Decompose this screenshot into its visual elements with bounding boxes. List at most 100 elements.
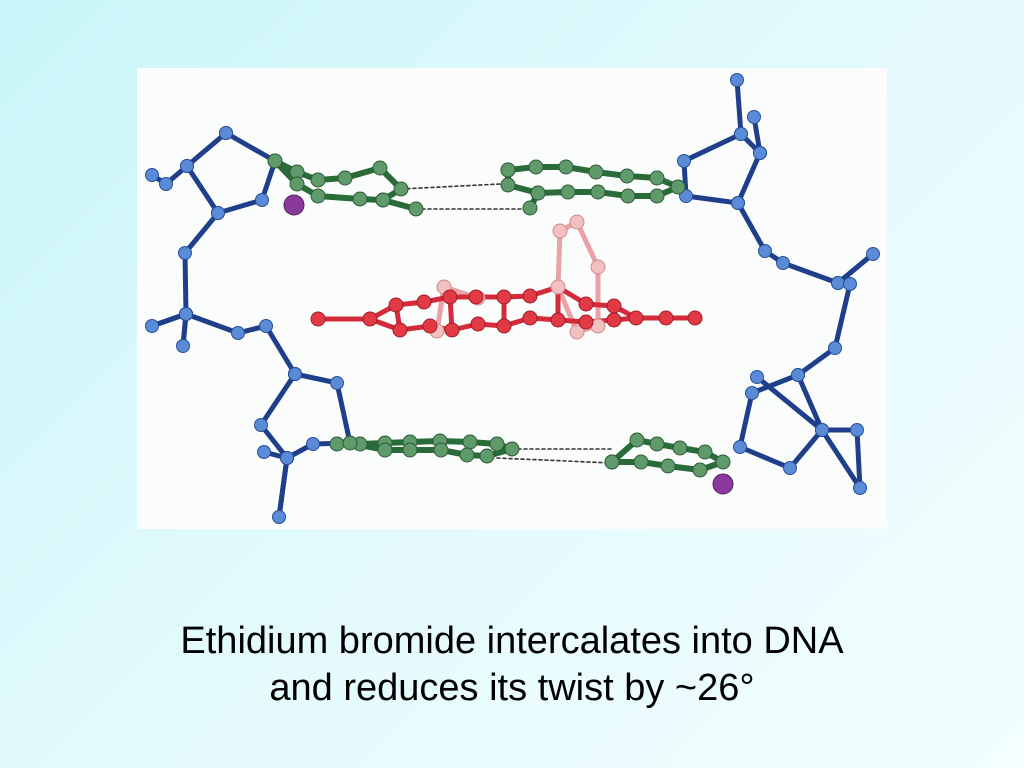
backbone-bond (735, 200, 768, 254)
backbone-atom (831, 276, 845, 290)
slide-caption: Ethidium bromide intercalates into DNA a… (62, 618, 962, 712)
base-atom (560, 184, 576, 200)
backbone-atom (731, 196, 745, 210)
base-atom (588, 164, 604, 180)
backbone-atom (677, 154, 691, 168)
ethidium-ring-atom (468, 289, 484, 305)
backbone-bond (754, 374, 825, 433)
base-atom (672, 440, 688, 456)
backbone-bond (258, 371, 298, 428)
caption-line-2: and reduces its twist by ~26° (269, 667, 755, 709)
backbone-bond (780, 260, 841, 286)
ethidium-ring-atom (392, 322, 408, 338)
ethidium-ring-atom (628, 310, 644, 326)
hydrogen-bond (400, 183, 501, 190)
backbone-bond (182, 210, 221, 256)
backbone-atom (176, 339, 190, 353)
backbone-bond (223, 130, 278, 164)
base-atom (310, 188, 326, 204)
caption-line-1: Ethidium bromide intercalates into DNA (180, 620, 844, 662)
backbone-atom (145, 168, 159, 182)
ethidium-side-atom (569, 324, 585, 340)
base-atom (692, 462, 708, 478)
backbone-bond (832, 281, 853, 351)
backbone-atom (753, 146, 767, 160)
ethidium-ring-atom (388, 297, 404, 313)
ethidium-ring-atom (442, 289, 458, 305)
base-atom (479, 448, 495, 464)
base-atom (530, 185, 546, 201)
ethidium-ring-atom (578, 314, 594, 330)
backbone-atom (145, 319, 159, 333)
base-atom (649, 436, 665, 452)
backbone-atom (745, 386, 759, 400)
base-atom (267, 153, 283, 169)
backbone-atom (330, 376, 344, 390)
base-atom (489, 436, 505, 452)
backbone-atom (791, 368, 805, 382)
base-atom (633, 454, 649, 470)
base-atom (342, 435, 358, 451)
backbone-atom (733, 440, 747, 454)
backbone-atom (178, 246, 192, 260)
backbone-bond (681, 131, 744, 164)
base-atom (528, 159, 544, 175)
backbone-atom (219, 126, 233, 140)
backbone-atom (257, 445, 271, 459)
ethidium-ring-atom (496, 318, 512, 334)
backbone-atom (747, 110, 761, 124)
backbone-bond (819, 427, 863, 491)
backbone-atom (255, 193, 269, 207)
base-atom (629, 432, 645, 448)
backbone-atom (306, 437, 320, 451)
base-atom (620, 188, 636, 204)
backbone-bond (795, 372, 825, 433)
backbone-atom (179, 307, 193, 321)
base-atom (500, 177, 516, 193)
backbone-atom (734, 127, 748, 141)
base-atom (649, 170, 665, 186)
ethidium-side-group-bond (555, 284, 580, 335)
ethidium-ring-atom (470, 316, 486, 332)
base-atom (715, 454, 731, 470)
backbone-atom (211, 206, 225, 220)
ethidium-ring-atom (550, 312, 566, 328)
purple-marker-atom (283, 194, 305, 216)
backbone-bond (215, 197, 265, 216)
base-atom (500, 162, 516, 178)
backbone-atom (280, 451, 294, 465)
ethidium-ring-atom (606, 298, 622, 314)
ethidium-ring-atom (522, 310, 538, 326)
ethidium-ring-atom (310, 311, 326, 327)
backbone-atom (828, 341, 842, 355)
base-atom (604, 454, 620, 470)
backbone-atom (254, 418, 268, 432)
base-atom (697, 444, 713, 460)
base-atom (619, 168, 635, 184)
molecular-model-figure (137, 68, 887, 529)
backbone-atom (850, 423, 864, 437)
backbone-atom (866, 247, 880, 261)
base-atom (459, 447, 475, 463)
purple-marker-atom (712, 473, 734, 495)
ethidium-ring-atom (422, 318, 438, 334)
backbone-atom (776, 256, 790, 270)
ethidium-ring-atom (578, 296, 594, 312)
backbone-atom (783, 461, 797, 475)
base-atom (329, 436, 345, 452)
backbone-bond (183, 311, 241, 336)
ethidium-ring-atom (658, 310, 674, 326)
backbone-bond (737, 390, 755, 450)
ethidium-side-atom (552, 223, 568, 239)
base-atom (433, 442, 449, 458)
ethidium-side-group-bond (555, 228, 563, 290)
backbone-atom (259, 319, 273, 333)
backbone-bond (292, 371, 340, 386)
backbone-atom (815, 423, 829, 437)
base-atom (289, 176, 305, 192)
backbone-bond (749, 372, 801, 396)
backbone-bond (787, 427, 825, 471)
backbone-bond (258, 422, 290, 461)
base-atom (372, 160, 388, 176)
